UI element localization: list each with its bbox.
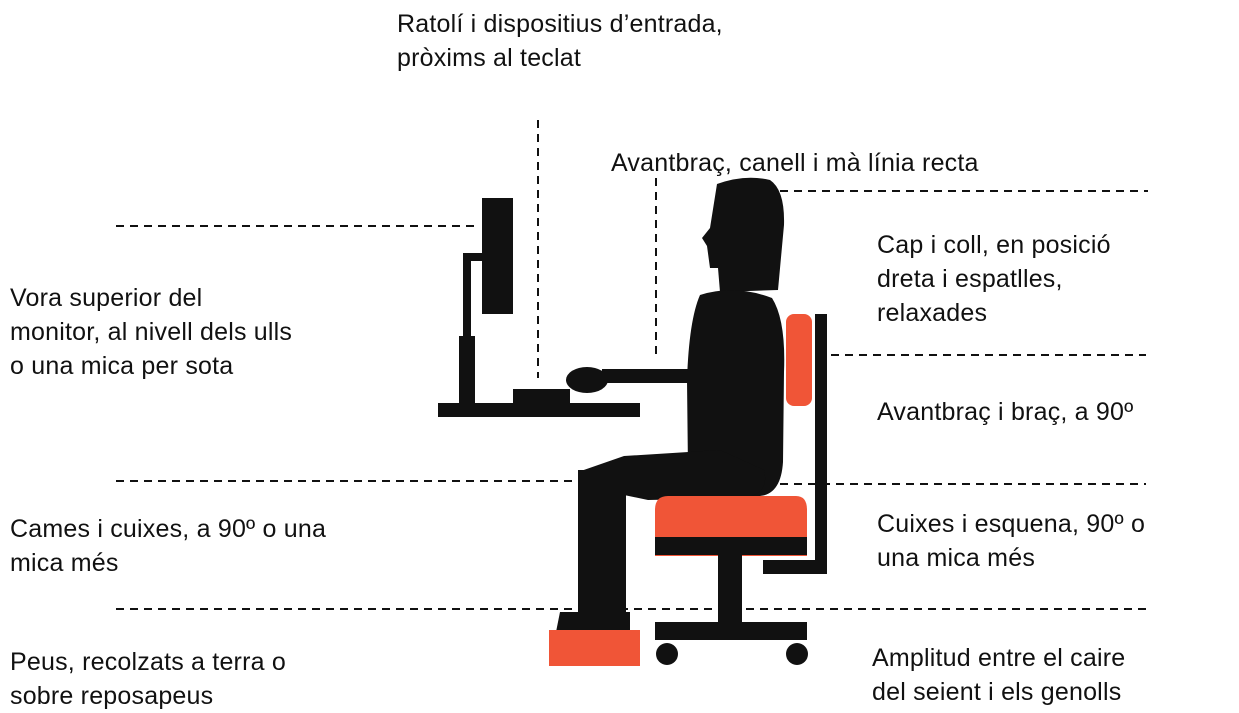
label-monitor-edge: Vora superior del monitor, al nivell dels…: [10, 281, 292, 383]
label-forearm-arm-line-1: Avantbraç i braç, a 90º: [877, 398, 1134, 426]
label-forearm-wrist-hand-line-1: Avantbraç, canell i mà línia recta: [611, 149, 979, 177]
label-seat-knee-gap: Amplitud entre el caire del seient i els …: [872, 641, 1125, 709]
label-thighs-back-line-2: una mica més: [877, 544, 1036, 572]
label-mouse-input-line-1: Ratolí i dispositius d’entrada,: [397, 10, 723, 38]
footrest-icon: [549, 630, 640, 666]
label-legs-thighs: Cames i cuixes, a 90º o una mica més: [10, 512, 326, 580]
guide-lines: [116, 120, 1148, 610]
label-monitor-edge-line-2: monitor, al nivell dels ulls: [10, 318, 293, 346]
label-feet-line-1: Peus, recolzats a terra o: [10, 648, 286, 676]
label-feet-line-2: sobre reposapeus: [10, 682, 214, 710]
label-seat-knee-gap-line-2: del seient i els genolls: [872, 678, 1122, 706]
label-forearm-arm: Avantbraç i braç, a 90º: [877, 395, 1133, 429]
chair-backrest: [786, 314, 812, 406]
seated-person-icon: [556, 177, 785, 632]
label-seat-knee-gap-line-1: Amplitud entre el caire: [872, 644, 1126, 672]
label-thighs-back: Cuixes i esquena, 90º o una mica més: [877, 507, 1145, 575]
monitor-icon: [459, 198, 513, 408]
label-head-neck-line-3: relaxades: [877, 299, 988, 327]
label-monitor-edge-line-1: Vora superior del: [10, 284, 203, 312]
label-forearm-wrist-hand: Avantbraç, canell i mà línia recta: [611, 146, 979, 180]
label-monitor-edge-line-3: o una mica per sota: [10, 352, 234, 380]
mouse-icon: [566, 367, 608, 393]
desk-icon: [438, 403, 640, 417]
label-legs-thighs-line-1: Cames i cuixes, a 90º o una: [10, 515, 327, 543]
label-head-neck-line-1: Cap i coll, en posició: [877, 231, 1111, 259]
label-legs-thighs-line-2: mica més: [10, 549, 119, 577]
label-head-neck-line-2: dreta i espatlles,: [877, 265, 1063, 293]
label-head-neck: Cap i coll, en posició dreta i espatlles,…: [877, 228, 1111, 330]
label-feet: Peus, recolzats a terra o sobre reposapeu…: [10, 645, 286, 713]
keyboard-icon: [513, 389, 570, 406]
label-thighs-back-line-1: Cuixes i esquena, 90º o: [877, 510, 1146, 538]
office-chair-icon: [655, 314, 827, 665]
label-mouse-input: Ratolí i dispositius d’entrada, pròxims a…: [397, 7, 723, 75]
label-mouse-input-line-2: pròxims al teclat: [397, 44, 582, 72]
